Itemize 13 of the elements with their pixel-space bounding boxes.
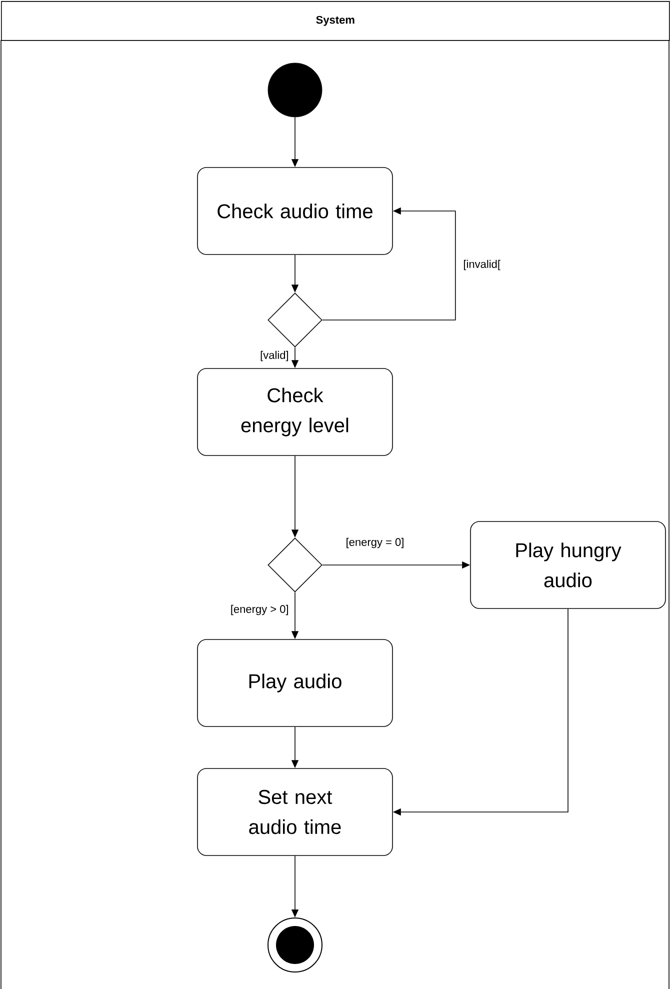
action-box: Check energy level [197, 368, 393, 456]
decision-diamond [268, 292, 322, 348]
edge-label: [valid] [260, 350, 288, 362]
edge-label: [energy = 0] [346, 538, 404, 548]
edge-label: [energy > 0] [231, 604, 288, 616]
decision-diamond [268, 538, 322, 592]
action-box: Play audio [197, 639, 393, 727]
end-node [268, 918, 322, 972]
action-box: Play hungry audio [470, 521, 666, 609]
edge-label: [invalid[ [464, 260, 500, 270]
action-box: Check audio time [197, 167, 393, 255]
start-node [268, 62, 322, 118]
action-box: Set next audio time [197, 768, 393, 856]
